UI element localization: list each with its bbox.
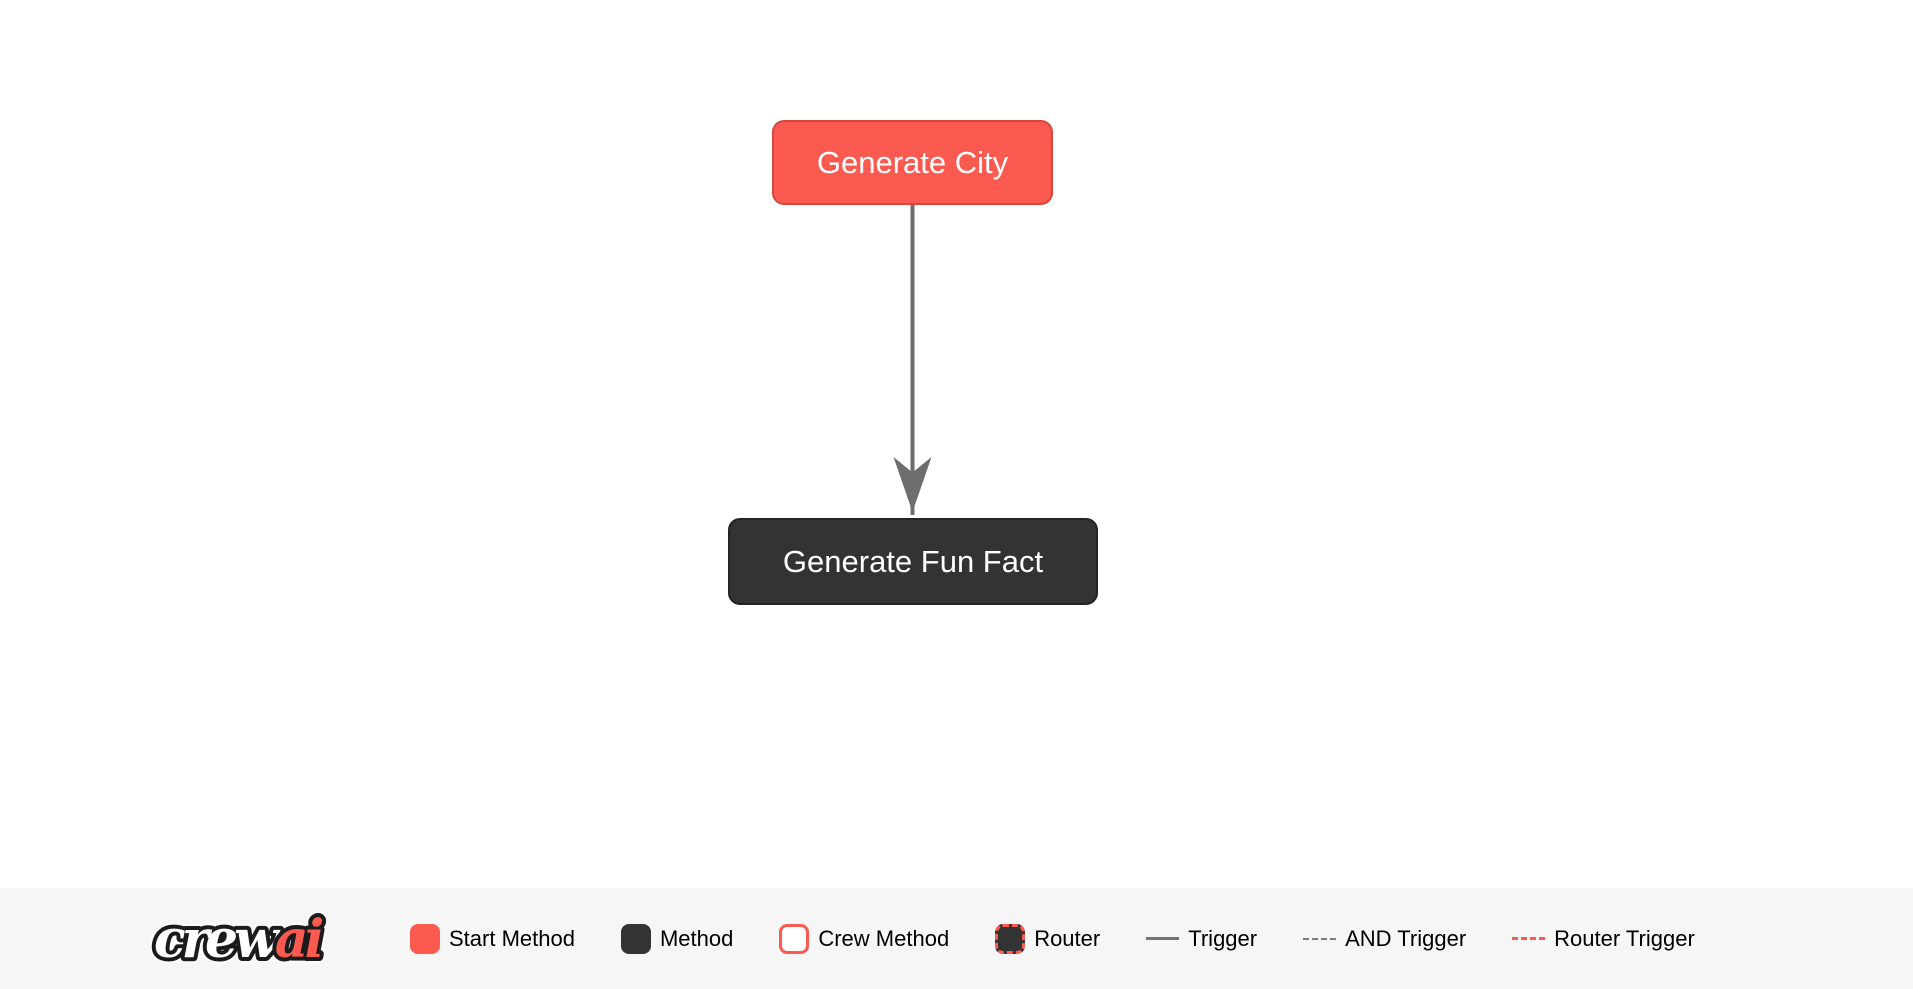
crewai-logo: crewai <box>150 905 331 974</box>
router-swatch-icon <box>995 923 1026 954</box>
start-method-swatch-icon <box>410 923 440 954</box>
crew-method-swatch-icon <box>779 923 810 954</box>
legend-item-and-trigger: AND Trigger <box>1303 926 1466 952</box>
legend-label: Router <box>1034 925 1101 951</box>
legend-label: Router Trigger <box>1554 925 1695 951</box>
logo-crew-text: crew <box>154 909 281 970</box>
legend-item-crew-method: Crew Method <box>779 923 950 954</box>
method-swatch-icon <box>620 923 651 954</box>
and-trigger-line-icon <box>1303 937 1337 940</box>
router-trigger-line-icon <box>1512 937 1546 940</box>
legend-item-router-trigger: Router Trigger <box>1512 926 1695 952</box>
trigger-line-icon <box>1146 937 1180 940</box>
node-generate-city[interactable]: Generate City <box>772 120 1053 205</box>
legend-label: Start Method <box>449 925 575 951</box>
legend-items: Start Method Method Crew Method Router T… <box>410 923 1695 954</box>
legend-label: Crew Method <box>818 925 950 951</box>
legend-label: Trigger <box>1188 925 1258 951</box>
legend-item-method: Method <box>620 923 734 954</box>
node-label: Generate Fun Fact <box>782 543 1044 579</box>
legend-label: AND Trigger <box>1345 925 1467 951</box>
legend-item-start-method: Start Method <box>410 923 575 954</box>
flow-canvas[interactable]: Generate City Generate Fun Fact <box>0 0 1913 888</box>
node-generate-fun-fact[interactable]: Generate Fun Fact <box>728 518 1098 605</box>
svg-text:crewai: crewai <box>154 909 323 970</box>
edge-arrowhead-icon <box>893 457 932 512</box>
legend-label: Method <box>659 925 734 951</box>
legend-item-trigger: Trigger <box>1146 926 1257 952</box>
logo-ai-text: ai <box>275 909 323 970</box>
legend-bar: crewai Start Method Method Crew Method R… <box>0 888 1913 989</box>
legend-item-router: Router <box>995 923 1101 954</box>
node-label: Generate City <box>816 144 1009 180</box>
